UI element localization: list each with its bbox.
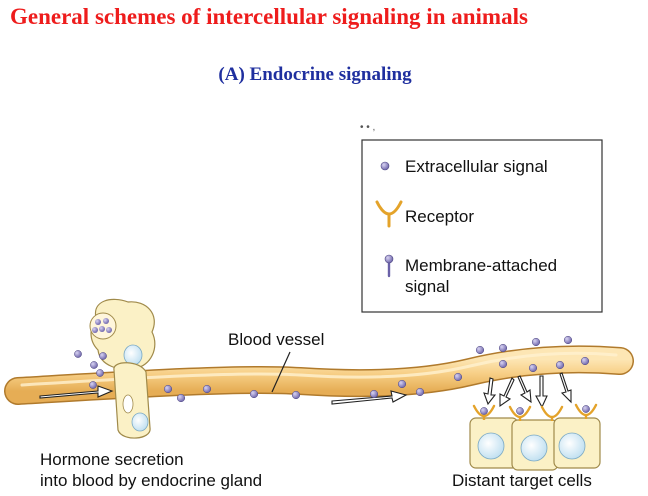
target-cell [553, 403, 601, 469]
legend-label-receptor: Receptor [405, 207, 474, 226]
signal-dot [291, 390, 301, 400]
signal-dot [580, 356, 590, 366]
signal-dot [99, 352, 107, 360]
page-title: General schemes of intercellular signali… [10, 4, 528, 29]
signal-dot [89, 381, 97, 389]
signal-dot [96, 369, 104, 377]
membrane-signal-icon [384, 254, 394, 278]
legend-label-membrane-line2: signal [405, 277, 449, 296]
signal-dot [498, 359, 508, 369]
signal-dot [163, 384, 173, 394]
signal-dot [563, 335, 573, 345]
legend-label-extracellular-signal: Extracellular signal [405, 157, 548, 176]
flow-arrow-left [39, 385, 114, 399]
blood-vessel [4, 345, 634, 405]
blood-vessel-label: Blood vessel [228, 330, 324, 349]
legend-clip-mark: • • , [360, 122, 375, 133]
blood-vessel-pointer [271, 351, 291, 393]
exit-arrow [559, 372, 572, 404]
signal-dot [397, 379, 407, 389]
signal-dot [528, 363, 538, 373]
receptor-icon [540, 405, 564, 419]
signal-dot [453, 372, 463, 382]
signal-dot [415, 387, 425, 397]
signal-dot [475, 345, 485, 355]
signal-dot [531, 337, 541, 347]
vessel-signals [163, 335, 590, 403]
legend: • • , Extracellular signal Receptor Memb… [360, 122, 603, 313]
signal-dot [202, 384, 212, 394]
target-cell [469, 404, 519, 469]
exit-arrow [517, 375, 532, 404]
signal-dot [249, 389, 259, 399]
page-subtitle: (A) Endocrine signaling [218, 64, 412, 85]
signal-dot [369, 389, 379, 399]
legend-item-extracellular-signal: Extracellular signal [380, 157, 548, 176]
gland-label-line2: into blood by endocrine gland [40, 471, 262, 490]
endocrine-gland [89, 298, 156, 439]
legend-box [361, 139, 603, 313]
signal-dot-icon [380, 161, 390, 171]
legend-item-membrane-attached-signal: Membrane-attached signal [384, 254, 557, 296]
flow-arrow-middle [331, 390, 408, 405]
legend-item-receptor: Receptor [375, 200, 474, 228]
signal-dot [74, 350, 82, 358]
signal-dot [555, 360, 565, 370]
secretory-vesicle [89, 312, 117, 340]
signal-dot [176, 393, 186, 403]
target-cell [508, 405, 564, 471]
exit-arrows [483, 372, 572, 409]
target-cells-label: Distant target cells [452, 471, 592, 490]
target-cells [469, 403, 601, 471]
exit-arrow [535, 375, 548, 409]
exit-arrow [483, 377, 497, 406]
signal-dot [498, 343, 508, 353]
exit-arrow [499, 377, 515, 408]
legend-label-membrane-line1: Membrane-attached [405, 256, 557, 275]
gland-label-line1: Hormone secretion [40, 450, 184, 469]
signal-dot [90, 361, 98, 369]
gland-nucleus [123, 344, 143, 366]
gland-secreted-signals [74, 350, 107, 389]
